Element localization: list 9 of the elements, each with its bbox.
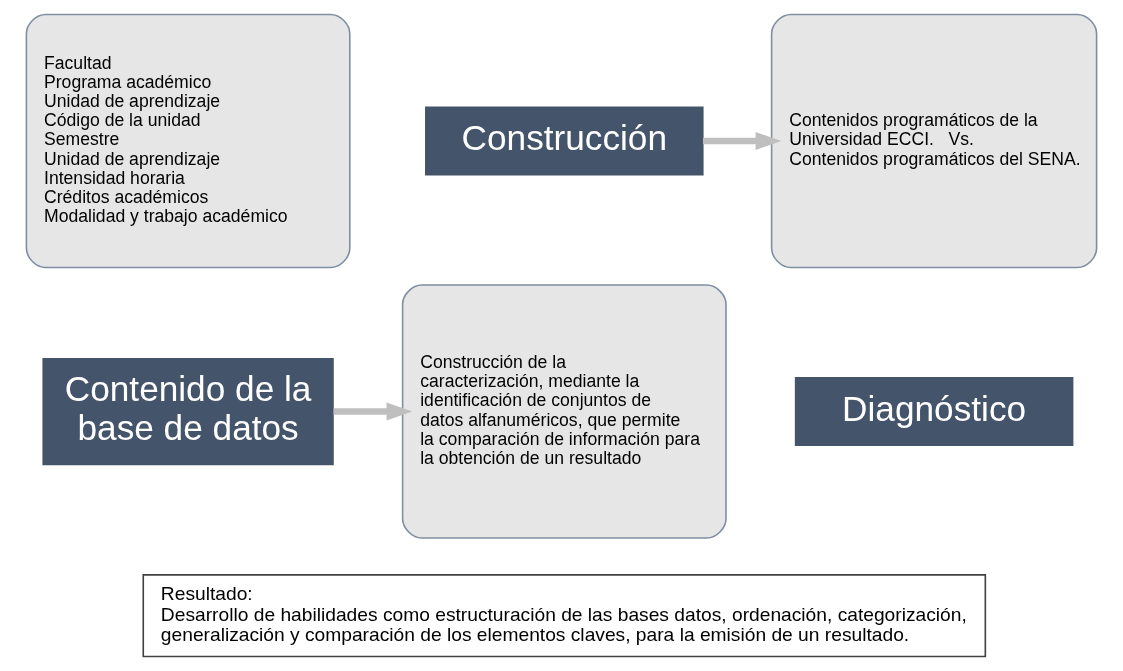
node-box: Contenidos programáticos de la Universidad ECCI. Vs. Contenidos programáticos del SENA. <box>770 13 1098 269</box>
node-box: Contenido de la base de datos <box>42 357 334 466</box>
node-box: Resultado: Desarrollo de habilidades como estructuración de las bases datos, ordenación, categorización, generalización y comparación de los elementos claves, para la emisión de un resultado. <box>142 574 987 658</box>
node-box: Construcción <box>425 106 704 176</box>
node-box: Facultad Programa académico Unidad de aprendizaje Código de la unidad Semestre Unidad de aprendizaje Intensidad horaria Créditos académicos Modalidad y trabajo académico <box>25 13 351 269</box>
arrow <box>702 132 782 150</box>
node-box: Diagnóstico <box>794 377 1074 446</box>
arrow <box>333 402 413 421</box>
node-box: Construcción de la caracterización, mediante la identificación de conjuntos de datos alfanuméricos, que permite la comparación de información para la obtención de un resultado <box>401 284 727 539</box>
